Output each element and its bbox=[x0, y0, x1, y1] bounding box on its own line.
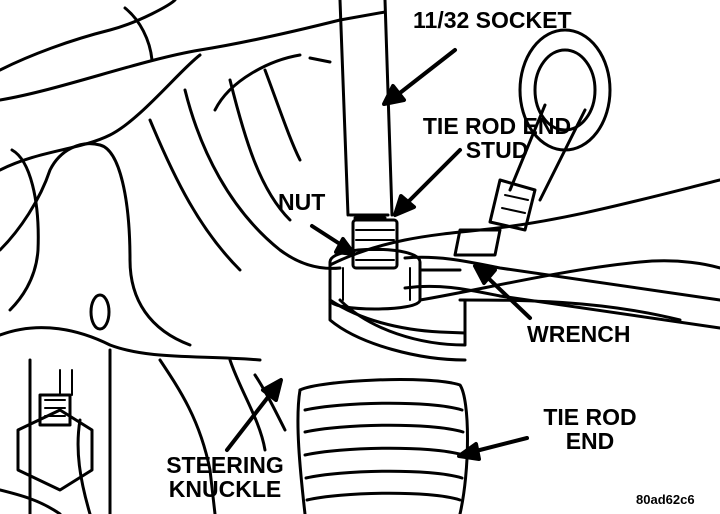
label-steering-knuckle-line2: KNUCKLE bbox=[168, 476, 282, 503]
label-tie-rod-end-stud: TIE ROD END STUD bbox=[407, 114, 587, 162]
knuckle-leader bbox=[225, 390, 274, 452]
wrench-arrowhead bbox=[473, 264, 497, 285]
label-wrench: WRENCH bbox=[527, 321, 631, 347]
tie-rod-end-leader bbox=[470, 436, 529, 454]
socket-leader bbox=[394, 48, 457, 98]
label-tie-rod-end-stud-line1: TIE ROD END bbox=[422, 113, 572, 139]
wrench-shape bbox=[403, 255, 720, 330]
label-tie-rod-end-line2: END bbox=[565, 428, 615, 455]
figure-code: 80ad62c6 bbox=[636, 492, 695, 507]
nut-leader bbox=[310, 224, 345, 248]
label-steering-knuckle: STEERING KNUCKLE bbox=[145, 453, 305, 501]
tie-rod-eye bbox=[328, 298, 467, 362]
wrench-leader bbox=[484, 274, 532, 320]
label-steering-knuckle-line1: STEERING bbox=[166, 452, 284, 478]
nut-arrowhead bbox=[334, 237, 356, 256]
knuckle-body bbox=[0, 68, 342, 362]
label-nut: NUT bbox=[278, 189, 326, 215]
leader-arrows bbox=[225, 48, 532, 461]
knuckle-arrowhead bbox=[261, 378, 283, 402]
stud-leader bbox=[403, 148, 462, 207]
tie-rod-end-arrowhead bbox=[457, 442, 481, 461]
puller-shaft bbox=[453, 28, 612, 257]
label-tie-rod-end-stud-line2: STUD bbox=[465, 137, 529, 164]
nut-and-stud bbox=[328, 218, 422, 311]
tie-rod-boot bbox=[296, 378, 469, 514]
knuckle-lower bbox=[0, 348, 287, 514]
stud-arrowhead bbox=[393, 194, 416, 217]
socket-extension bbox=[338, 0, 394, 220]
label-tie-rod-end: TIE ROD END bbox=[530, 405, 650, 453]
label-socket: 11/32 SOCKET bbox=[413, 7, 572, 33]
label-tie-rod-end-line1: TIE ROD bbox=[543, 404, 637, 430]
upper-frame bbox=[0, 0, 387, 172]
socket-arrowhead bbox=[382, 84, 406, 106]
